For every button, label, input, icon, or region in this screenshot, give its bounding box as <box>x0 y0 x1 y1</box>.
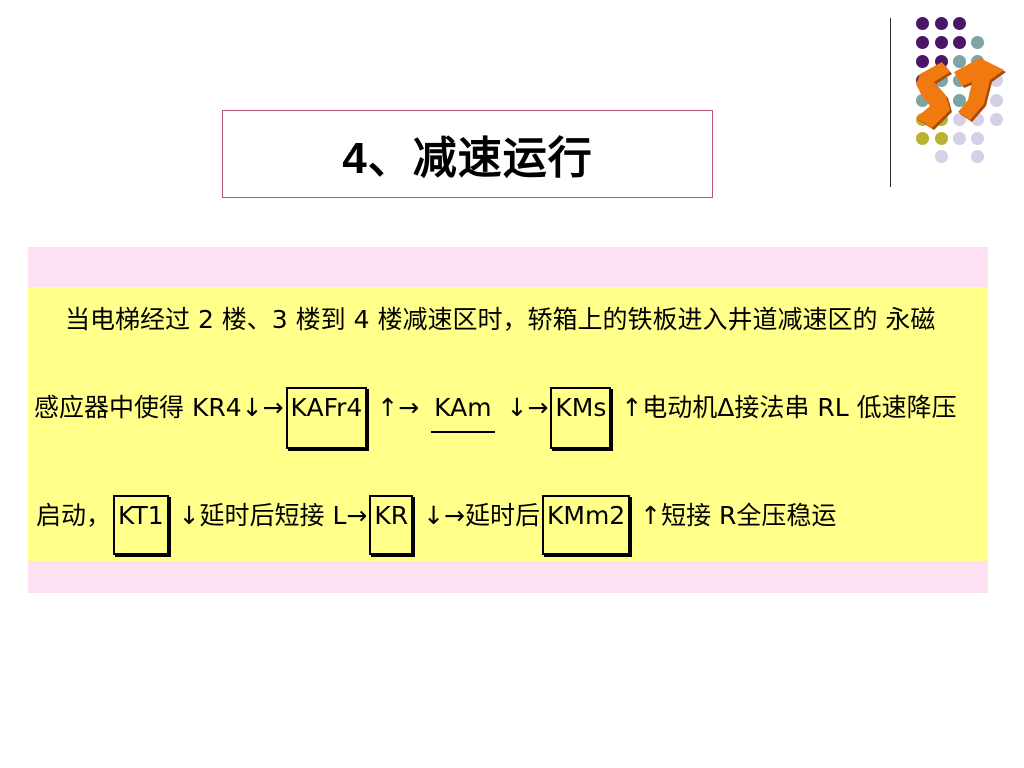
arrow-segment: ↓→ <box>241 393 284 422</box>
relay-box-kr: KR <box>369 495 414 555</box>
decorative-dot-icon <box>916 36 929 49</box>
panel-bottom-strip <box>28 561 988 593</box>
decorative-dot-icon <box>971 132 984 145</box>
decorative-dot-icon <box>953 17 966 30</box>
decorative-dot-icon <box>935 132 948 145</box>
page-title: 4、减速运行 <box>342 134 593 183</box>
text-line-1: 当电梯经过 2 楼、3 楼到 4 楼减速区时，轿箱上的铁板进入井道减速区的 永磁 <box>65 305 936 334</box>
relay-box-kafr4: KAFr4 <box>285 387 368 449</box>
decorative-dot-icon <box>953 94 966 107</box>
decorative-dot-icon <box>916 132 929 145</box>
decorative-dot-icon <box>935 36 948 49</box>
decorative-dot-icon <box>916 17 929 30</box>
decorative-dot-icon <box>971 36 984 49</box>
relay-underlined-kam: KAm <box>431 387 495 433</box>
decorative-dot-icon <box>990 94 1003 107</box>
decorative-dot-icon <box>953 55 966 68</box>
decorative-dot-icon <box>935 17 948 30</box>
decorative-dot-icon <box>935 150 948 163</box>
text-line-2: 感应器中使得 KR4↓→KAFr4 ↑→ KAm ↓→KMs ↑电动机Δ接法串 … <box>28 387 988 459</box>
logo-shape-left <box>916 62 952 130</box>
logo-shape-right <box>954 58 1006 122</box>
decorative-dot-icon <box>953 36 966 49</box>
vertical-divider <box>890 18 891 187</box>
decorative-dot-icon <box>916 55 929 68</box>
arrow-segment: ↑→ <box>369 393 428 422</box>
decorative-dot-icon <box>971 150 984 163</box>
text-segment: ↑短接 R全压稳运 <box>632 501 837 530</box>
relay-box-kmm2: KMm2 <box>541 495 631 555</box>
decorative-dot-icon <box>990 113 1003 126</box>
text-segment: ↑电动机Δ接法串 RL 低速降压 <box>613 393 957 422</box>
content-panel: 当电梯经过 2 楼、3 楼到 4 楼减速区时，轿箱上的铁板进入井道减速区的 永磁… <box>28 247 988 593</box>
title-box: 4、减速运行 <box>222 110 713 198</box>
relay-box-kt1: KT1 <box>113 495 169 555</box>
relay-box-kms: KMs <box>550 387 612 449</box>
text-segment: ↓→延时后 <box>415 501 540 530</box>
arrow-segment: ↓→ <box>498 393 549 422</box>
text-segment: ↓延时后短接 L→ <box>170 501 368 530</box>
panel-top-strip <box>28 247 988 287</box>
decorative-dot-icon <box>953 132 966 145</box>
text-segment: 感应器中使得 KR4 <box>34 393 242 422</box>
text-segment: 启动， <box>36 501 112 530</box>
orange-3d-logo-icon <box>916 58 1006 130</box>
decorative-dot-icon <box>953 113 966 126</box>
